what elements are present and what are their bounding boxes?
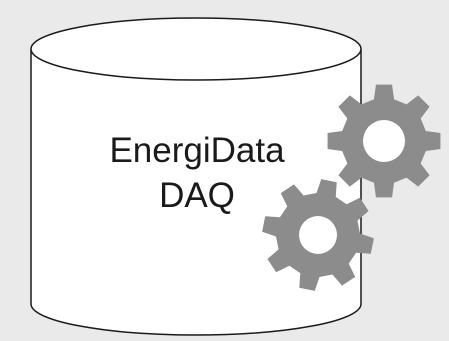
cylinder-top	[30, 17, 362, 81]
gear-hole	[299, 216, 337, 254]
gear-large-icon	[327, 84, 441, 198]
cylinder-body	[30, 49, 362, 336]
gear-hole	[363, 120, 405, 162]
gear-small-icon	[262, 179, 374, 291]
